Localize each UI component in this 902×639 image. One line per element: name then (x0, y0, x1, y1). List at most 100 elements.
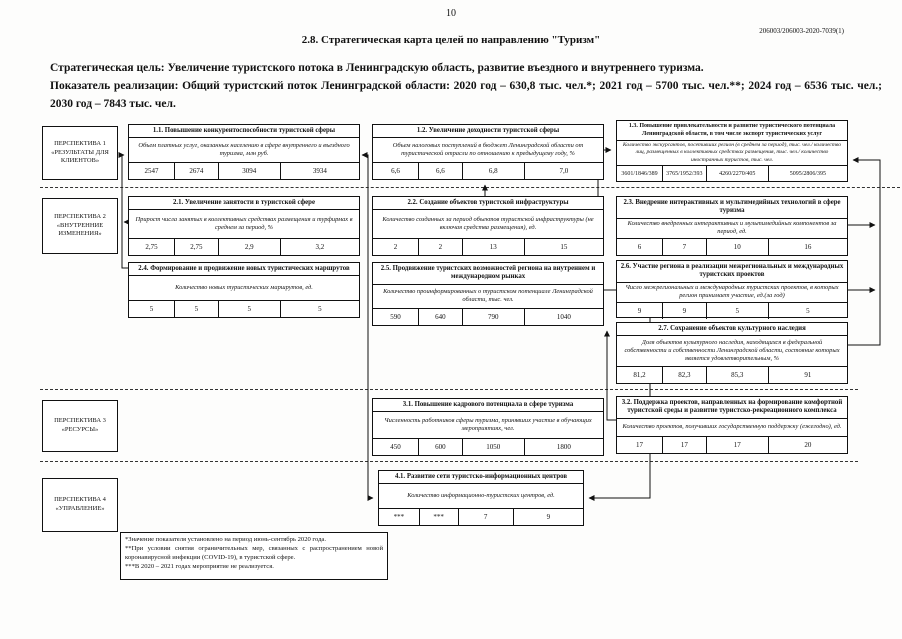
goal-value: 81,2 (617, 367, 663, 383)
goal-value: 7 (663, 239, 707, 255)
goal-value: *** (420, 509, 459, 525)
divider-perspective-1-2 (40, 187, 900, 188)
goal-value: 9 (546, 513, 551, 521)
goal-value: 1050 (463, 439, 525, 455)
goal-values: 6 7 10 16 (617, 239, 847, 255)
goal-value: 85,3 (707, 367, 769, 383)
goal-value: 5 (318, 305, 322, 313)
goal-values: 6,6 6,6 6,8 7,0 (373, 163, 603, 179)
goal-value: 790 (463, 309, 525, 325)
goal-value: 7,0 (559, 167, 569, 175)
goal-value: 1040 (556, 313, 571, 321)
goal-value: 9 (663, 302, 707, 319)
goal-value: 1800 (556, 443, 571, 451)
goal-box-1-1: 1.1. Повышение конкурентоспособности тур… (128, 124, 360, 180)
goal-metric: Объем платных услуг, оказанных населению… (129, 138, 359, 163)
goal-value: 3094 (219, 163, 281, 179)
goal-value: 6,8 (463, 163, 525, 179)
goal-values: 2,75 2,75 2,9 3,2 (129, 239, 359, 255)
divider-perspective-2-3 (40, 389, 858, 390)
goal-values: 450 600 1050 1800 (373, 439, 603, 455)
goal-box-2-6: 2.6. Участие региона в реализации межрег… (616, 260, 848, 319)
goal-value: 13 (463, 239, 525, 255)
goal-values: 3601/1846/389 3765/1952/393 4260/2270/40… (617, 165, 847, 182)
goal-value: 640 (419, 309, 463, 325)
goal-value: 6 (617, 239, 663, 255)
goal-box-2-5: 2.5. Продвижение туристских возможностей… (372, 262, 604, 326)
goal-box-2-3: 2.3. Внедрение интерактивных и мультимед… (616, 196, 848, 256)
goal-value: *** (379, 509, 420, 525)
goal-box-3-2: 3.2. Поддержка проектов, направленных на… (616, 396, 848, 454)
goal-value: 2 (419, 239, 463, 255)
goal-value: 3,2 (315, 243, 325, 251)
goal-box-2-1: 2.1. Увеличение занятости в туристской с… (128, 196, 360, 256)
goal-value: 590 (373, 309, 419, 325)
goal-title: 2.6. Участие региона в реализации межрег… (617, 261, 847, 283)
goal-values: 590 640 790 1040 (373, 309, 603, 325)
goal-value: 5 (129, 301, 175, 317)
goal-box-2-2: 2.2. Создание объектов туристской инфрас… (372, 196, 604, 256)
page-title: 2.8. Стратегическая карта целей по напра… (301, 34, 601, 46)
goal-title: 3.1. Повышение кадрового потенциала в сф… (373, 399, 603, 413)
goal-values: 2547 2674 3094 3934 (129, 163, 359, 179)
perspective-1-label: ПЕРСПЕКТИВА 1 «РЕЗУЛЬТАТЫ ДЛЯ КЛИЕНТОВ» (42, 126, 118, 180)
document-code: 206003/206003-2020-7039(1) (759, 27, 844, 35)
goal-value: 6,6 (373, 163, 419, 179)
goal-value: 16 (804, 243, 812, 251)
goal-value: 600 (419, 439, 463, 455)
goal-value: 91 (804, 371, 812, 379)
goal-metric: Прирост числа занятых в коллективных сре… (129, 210, 359, 239)
goal-value: 2674 (175, 163, 219, 179)
goal-values: 81,2 82,3 85,3 91 (617, 367, 847, 383)
goal-box-2-7: 2.7. Сохранение объектов культурного нас… (616, 322, 848, 384)
goal-box-4-1: 4.1. Развитие сети туристско-информацион… (378, 470, 584, 526)
goal-value: 7 (459, 509, 514, 525)
goal-box-1-2: 1.2. Увеличение доходности туристской сф… (372, 124, 604, 180)
goal-metric: Количество экскурсантов, посетивших реги… (617, 141, 847, 166)
goal-title: 2.5. Продвижение туристских возможностей… (373, 263, 603, 285)
footnotes-box: *Значение показателя установлено на пери… (120, 532, 388, 580)
goal-title: 2.2. Создание объектов туристской инфрас… (373, 197, 603, 211)
perspective-4-label: ПЕРСПЕКТИВА 4 «УПРАВЛЕНИЕ» (42, 478, 118, 532)
goal-value: 450 (373, 439, 419, 455)
goal-value: 15 (560, 243, 568, 251)
goal-value: 2547 (129, 163, 175, 179)
indicator-text: Показатель реализации: Общий туристский … (50, 80, 882, 110)
goal-values: 17 17 17 20 (617, 437, 847, 453)
goal-value: 20 (804, 441, 812, 449)
goal-value: 17 (617, 437, 663, 453)
goal-metric: Количество проинформированных о туристск… (373, 285, 603, 309)
footnote-line: ***В 2020 – 2021 годах мероприятие не ре… (125, 562, 274, 570)
goal-box-1-3: 1.3. Повышение привлекательности и разви… (616, 120, 848, 182)
goal-metric: Количество информационно-туристских цент… (379, 484, 583, 509)
goal-metric: Число межрегиональных и международных ту… (617, 283, 847, 303)
goal-title: 2.1. Увеличение занятости в туристской с… (129, 197, 359, 211)
goal-title: 1.3. Повышение привлекательности и разви… (617, 121, 847, 141)
goal-value: 10 (707, 239, 769, 255)
goal-title: 3.2. Поддержка проектов, направленных на… (617, 397, 847, 419)
goal-value: 3601/1846/389 (617, 165, 663, 182)
goal-metric: Объем налоговых поступлений в бюджет Лен… (373, 138, 603, 163)
goal-title: 4.1. Развитие сети туристско-информацион… (379, 471, 583, 485)
goal-value: 5095/2806/395 (789, 170, 827, 177)
goal-value: 3934 (312, 167, 327, 175)
goal-box-3-1: 3.1. Повышение кадрового потенциала в сф… (372, 398, 604, 456)
goal-value: 6,6 (419, 163, 463, 179)
goal-value: 2 (373, 239, 419, 255)
goal-metric: Численность работников сферы туризма, пр… (373, 412, 603, 439)
goal-values: 9 9 5 5 (617, 302, 847, 319)
goal-value: 2,75 (175, 239, 219, 255)
goal-metric: Количество новых туристических маршрутов… (129, 276, 359, 301)
goal-value: 2,75 (129, 239, 175, 255)
goal-value: 4260/2270/405 (707, 165, 769, 182)
goal-value: 17 (663, 437, 707, 453)
goal-title: 2.3. Внедрение интерактивных и мультимед… (617, 197, 847, 219)
goal-value: 3765/1952/393 (663, 165, 707, 182)
goal-title: 1.2. Увеличение доходности туристской сф… (373, 125, 603, 139)
footnote-line: **При условии снятия ограничительных мер… (125, 544, 383, 561)
goal-metric: Количество внедренных интерактивных и му… (617, 219, 847, 239)
goal-metric: Количество созданных за период объектов … (373, 210, 603, 239)
goal-values: 5 5 5 5 (129, 301, 359, 317)
goal-box-2-4: 2.4. Формирование и продвижение новых ту… (128, 262, 360, 318)
